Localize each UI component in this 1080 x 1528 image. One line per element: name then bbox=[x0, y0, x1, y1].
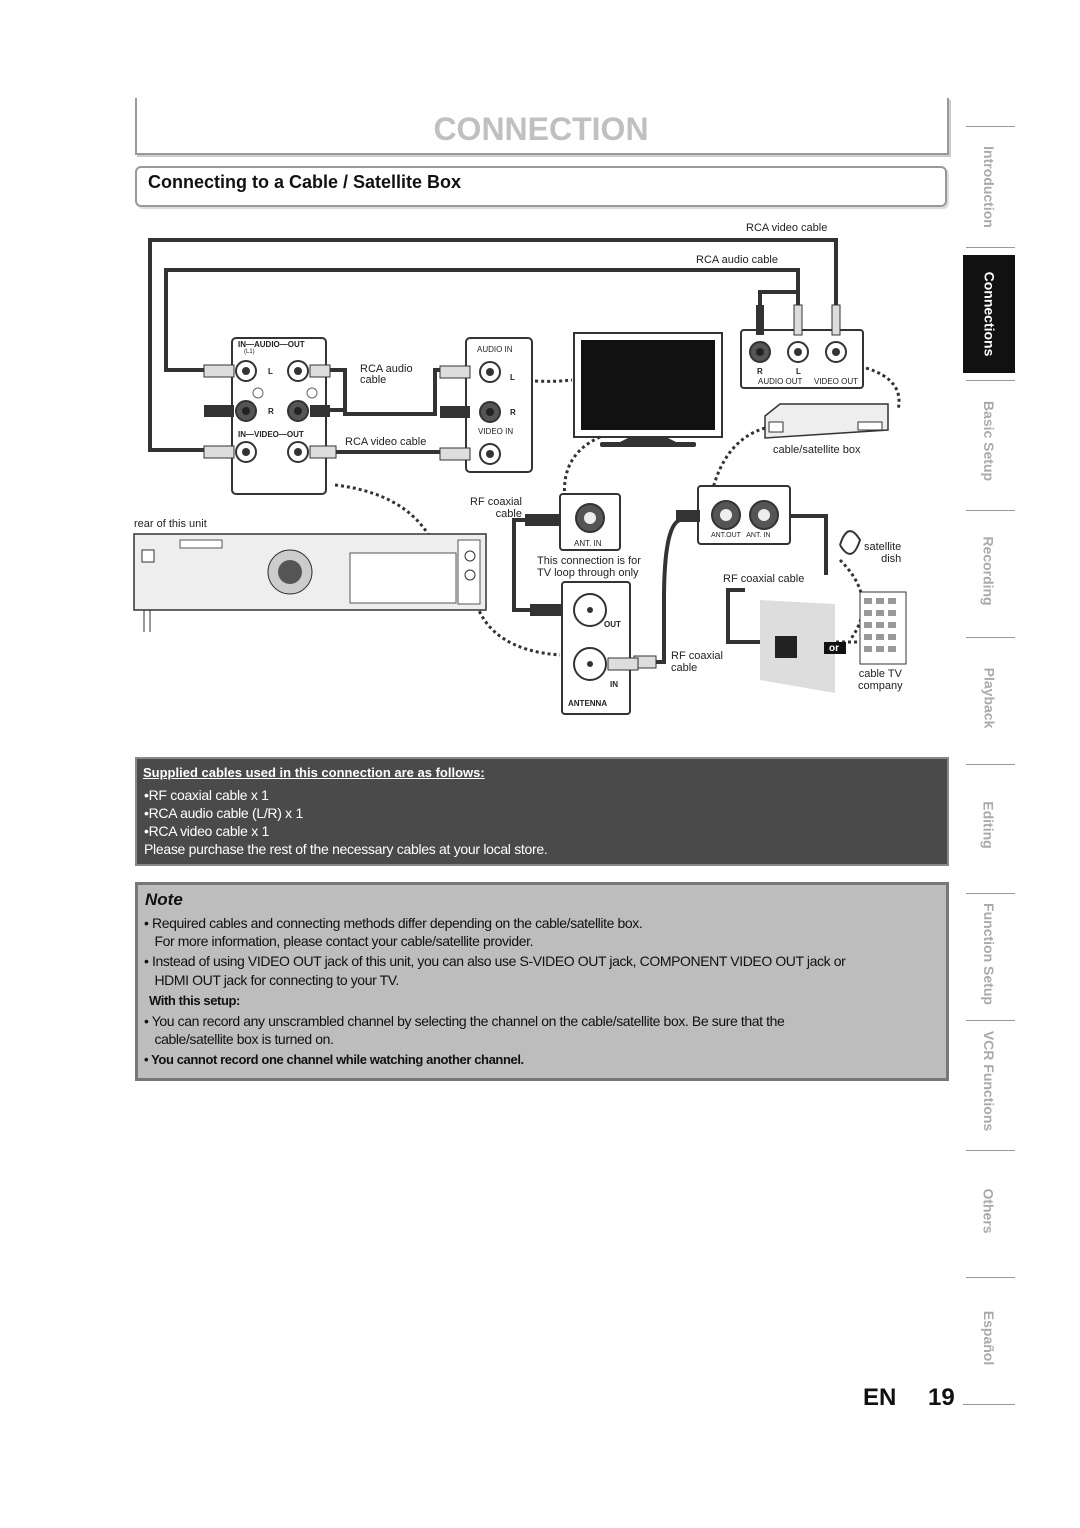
label-tv-l: L bbox=[510, 373, 515, 382]
note-line: • You can record any unscrambled channel… bbox=[144, 1013, 785, 1029]
label-out: OUT bbox=[604, 620, 621, 629]
label-rf-coaxial-cable-3: RF coaxial cable bbox=[671, 650, 723, 674]
page-number: 19 bbox=[928, 1384, 955, 1411]
label-audio-out: AUDIO OUT bbox=[758, 377, 803, 386]
label-rca-audio-cable-top: RCA audio cable bbox=[696, 254, 778, 266]
jack-audio-in-r bbox=[235, 400, 257, 422]
cable-satellite-box bbox=[764, 403, 889, 439]
tab-others[interactable]: Others bbox=[981, 1188, 997, 1234]
note-subhead: With this setup: bbox=[149, 993, 240, 1008]
label-l: L bbox=[268, 367, 273, 376]
note-line: cable/satellite box is turned on. bbox=[144, 1031, 334, 1047]
label-antenna: ANTENNA bbox=[568, 699, 608, 708]
label-cable-tv-company: cable TV company bbox=[858, 668, 903, 692]
jack-video-out bbox=[287, 441, 309, 463]
satellite-dish bbox=[839, 530, 862, 555]
or-badge bbox=[824, 642, 846, 654]
box-video-out bbox=[825, 341, 847, 363]
tab-playback[interactable]: Playback bbox=[981, 667, 997, 729]
label-in-video-out: IN—VIDEO—OUT bbox=[238, 430, 304, 439]
header-banner bbox=[135, 98, 949, 155]
supplied-cable-item: •RCA video cable x 1 bbox=[144, 823, 269, 839]
tab-basic-setup[interactable]: Basic Setup bbox=[981, 400, 998, 482]
tv-video-in bbox=[479, 443, 501, 465]
supplied-cable-item: •RF coaxial cable x 1 bbox=[144, 787, 269, 803]
jack-audio-in-l bbox=[235, 360, 257, 382]
label-cable-satellite-box: cable/satellite box bbox=[773, 444, 861, 456]
label-ant-in-tv: ANT. IN bbox=[574, 539, 602, 548]
label-rca-audio-cable-mid: RCA audio cable bbox=[360, 363, 413, 386]
label-box-r: R bbox=[757, 367, 763, 376]
tv-audio-in-r bbox=[479, 401, 501, 423]
note-line: • Instead of using VIDEO OUT jack of thi… bbox=[144, 953, 846, 969]
note-line: For more information, please contact you… bbox=[144, 933, 534, 949]
label-rca-video-cable-top: RCA video cable bbox=[746, 222, 828, 234]
page-rule bbox=[963, 1404, 1015, 1405]
antenna-in-jack bbox=[573, 647, 607, 681]
note-box bbox=[135, 882, 949, 1081]
box-audio-out-r bbox=[749, 341, 771, 363]
tab-introduction[interactable]: Introduction bbox=[981, 146, 997, 228]
note-bold-line: • You cannot record one channel while wa… bbox=[144, 1052, 524, 1067]
note-line: • Required cables and connecting methods… bbox=[144, 915, 643, 931]
jack-audio-out-r bbox=[287, 400, 309, 422]
label-loop-note: This connection is for TV loop through o… bbox=[537, 555, 641, 579]
box-audio-out-l bbox=[787, 341, 809, 363]
box-ant-out-jack bbox=[711, 500, 741, 530]
label-video-out: VIDEO OUT bbox=[814, 377, 859, 386]
label-in-audio-out: IN—AUDIO—OUT bbox=[238, 340, 305, 349]
label-box-l: L bbox=[796, 367, 801, 376]
label-l1: (L1) bbox=[244, 349, 255, 355]
note-title: Note bbox=[145, 890, 183, 909]
antenna-out-jack bbox=[573, 593, 607, 627]
tv-ant-in-jack bbox=[575, 503, 605, 533]
page-language: EN bbox=[863, 1384, 897, 1411]
tab-connections[interactable]: Connections bbox=[963, 255, 1015, 373]
label-r: R bbox=[268, 407, 274, 416]
wall-outlet bbox=[760, 600, 835, 693]
tab-vcr-functions[interactable]: VCR Functions bbox=[981, 1030, 997, 1132]
tab-recording[interactable]: Recording bbox=[981, 536, 998, 606]
jack-audio-out-l bbox=[287, 360, 309, 382]
page-title: CONNECTION bbox=[433, 111, 649, 147]
tab-editing[interactable]: Editing bbox=[981, 801, 997, 849]
label-rf-coaxial-cable-1: RF coaxial cable bbox=[470, 496, 522, 520]
label-audio-in: AUDIO IN bbox=[477, 345, 513, 354]
tab-espanol[interactable]: Español bbox=[981, 1310, 997, 1366]
supplied-cables-footer: Please purchase the rest of the necessar… bbox=[144, 841, 548, 857]
jack-video-in bbox=[235, 441, 257, 463]
tv-audio-in-l bbox=[479, 361, 501, 383]
label-video-in: VIDEO IN bbox=[478, 427, 514, 436]
section-title: Connecting to a Cable / Satellite Box bbox=[148, 172, 462, 192]
note-line: HDMI OUT jack for connecting to your TV. bbox=[144, 972, 399, 988]
tv-screen bbox=[581, 340, 715, 430]
label-satellite-dish: satellite dish bbox=[864, 541, 902, 565]
label-rear-of-unit: rear of this unit bbox=[134, 518, 207, 530]
rca-video-cable-line bbox=[148, 238, 838, 452]
section-title-box bbox=[135, 166, 947, 207]
label-rca-video-cable-mid: RCA video cable bbox=[345, 436, 427, 448]
label-rf-coaxial-cable-2: RF coaxial cable bbox=[723, 573, 805, 585]
supplied-cables-heading: Supplied cables used in this connection … bbox=[143, 765, 485, 780]
label-in: IN bbox=[610, 680, 618, 689]
label-tv-r: R bbox=[510, 408, 516, 417]
box-ant-in-jack bbox=[749, 500, 779, 530]
tab-function-setup[interactable]: Function Setup bbox=[981, 903, 998, 1005]
supplied-cable-item: •RCA audio cable (L/R) x 1 bbox=[144, 805, 303, 821]
label-ant-out-box: ANT.OUT ANT. IN bbox=[711, 532, 771, 539]
supplied-cables-box bbox=[135, 757, 949, 866]
label-or: or bbox=[829, 643, 839, 654]
